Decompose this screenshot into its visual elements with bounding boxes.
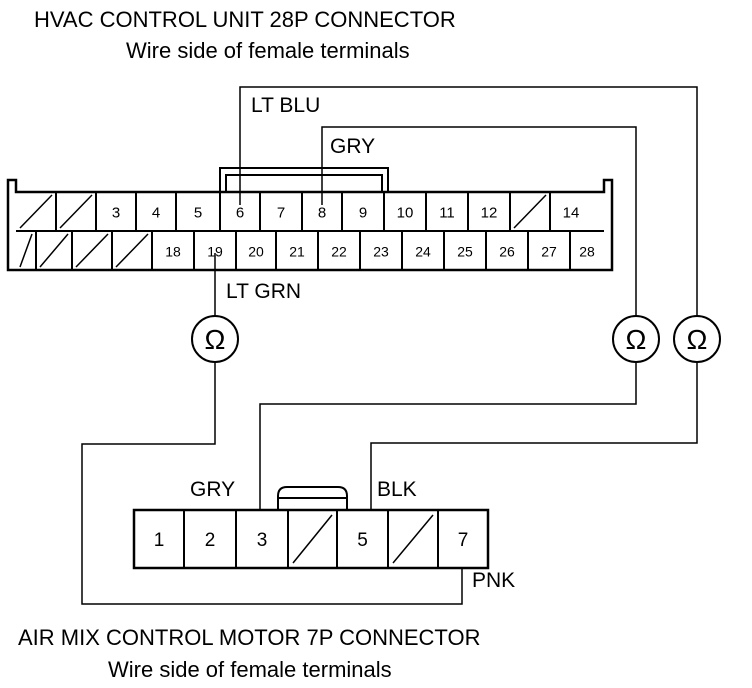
motor-connector-outline — [132, 508, 490, 570]
motor-cells: 1 2 3 5 7 — [154, 510, 469, 568]
motor-7p-connector: 1 2 3 5 7 — [132, 486, 490, 570]
ohm-icon: Ω — [205, 324, 226, 355]
motor-connector-subtitle: Wire side of female terminals — [108, 657, 392, 682]
terminal-number: 20 — [248, 244, 264, 260]
wire-label-blk: BLK — [377, 478, 417, 501]
ohm-meter-circle — [191, 315, 239, 363]
terminal-number: 19 — [207, 244, 223, 260]
hvac-connector-outline — [6, 178, 614, 272]
terminal-number: 26 — [499, 244, 515, 260]
terminal-number: 28 — [579, 244, 595, 260]
terminal-number: 27 — [541, 244, 557, 260]
blank-terminal-slash — [39, 233, 69, 268]
terminal-number: 14 — [563, 205, 580, 222]
blank-terminal-slash — [392, 514, 434, 564]
hvac-28p-connector: 3 4 5 6 7 8 9 10 11 12 14 18 19 20 21 22 23 24 25 26 27 28 — [6, 167, 614, 272]
terminal-number: 3 — [257, 530, 268, 551]
terminal-number: 24 — [415, 244, 431, 260]
blank-terminal-slash — [75, 233, 109, 268]
hvac-connector-title: HVAC CONTROL UNIT 28P CONNECTOR — [34, 7, 456, 32]
terminal-number: 12 — [481, 205, 498, 222]
terminal-number: 9 — [359, 205, 367, 222]
wire-label-lt-blu: LT BLU — [251, 94, 320, 117]
ohm-meter-circle — [612, 315, 660, 363]
hvac-connector-subtitle: Wire side of female terminals — [126, 38, 410, 63]
terminal-number: 7 — [458, 530, 469, 551]
hvac-lock-tab — [219, 167, 389, 192]
terminal-number: 25 — [457, 244, 473, 260]
terminal-number: 22 — [331, 244, 347, 260]
ohmmeter-gry: Ω — [612, 315, 660, 363]
motor-connector-title: AIR MIX CONTROL MOTOR 7P CONNECTOR — [18, 625, 480, 650]
blank-terminal-slash — [292, 514, 333, 564]
blank-terminal-slash — [115, 233, 149, 268]
hvac-cells: 3 4 5 6 7 8 9 10 11 12 14 18 19 20 21 22 23 24 25 26 27 28 — [19, 192, 595, 270]
terminal-number: 5 — [357, 530, 368, 551]
terminal-number: 8 — [318, 205, 326, 222]
blank-terminal-slash — [19, 233, 33, 268]
blank-terminal-slash — [513, 194, 547, 229]
wire-label-lt-grn: LT GRN — [226, 280, 301, 303]
terminal-number: 6 — [236, 205, 244, 222]
blank-terminal-slash — [59, 194, 93, 229]
ohm-icon: Ω — [626, 324, 647, 355]
terminal-number: 5 — [194, 205, 202, 222]
wire-label-pnk: PNK — [472, 569, 515, 592]
terminal-number: 23 — [373, 244, 389, 260]
wire-pnk-lower — [81, 362, 463, 605]
wire-gry-upper — [321, 126, 637, 316]
ohmmeter-lt-blu: Ω — [673, 315, 721, 363]
wire-label-gry-bottom: GRY — [190, 478, 235, 501]
ohmmeter-lt-grn: Ω — [191, 315, 239, 363]
wire-blk-lower — [370, 362, 698, 510]
terminal-number: 1 — [154, 530, 165, 551]
terminal-number: 7 — [277, 205, 285, 222]
terminal-number: 21 — [289, 244, 305, 260]
motor-lock-tab — [277, 486, 348, 510]
terminal-number: 4 — [152, 205, 160, 222]
terminal-number: 18 — [165, 244, 181, 260]
terminal-number: 2 — [205, 530, 216, 551]
wires — [81, 86, 698, 605]
wire-lt-blu-upper — [239, 86, 698, 316]
blank-terminal-slash — [19, 194, 53, 229]
wire-label-gry-top: GRY — [330, 135, 375, 158]
terminal-number: 10 — [397, 205, 414, 222]
terminal-number: 11 — [439, 205, 455, 222]
ohm-icon: Ω — [687, 324, 708, 355]
terminal-number: 3 — [112, 205, 120, 222]
hvac-lock-tab-inner — [225, 174, 383, 192]
ohm-meter-circle — [673, 315, 721, 363]
wire-gry-lower — [259, 362, 637, 510]
